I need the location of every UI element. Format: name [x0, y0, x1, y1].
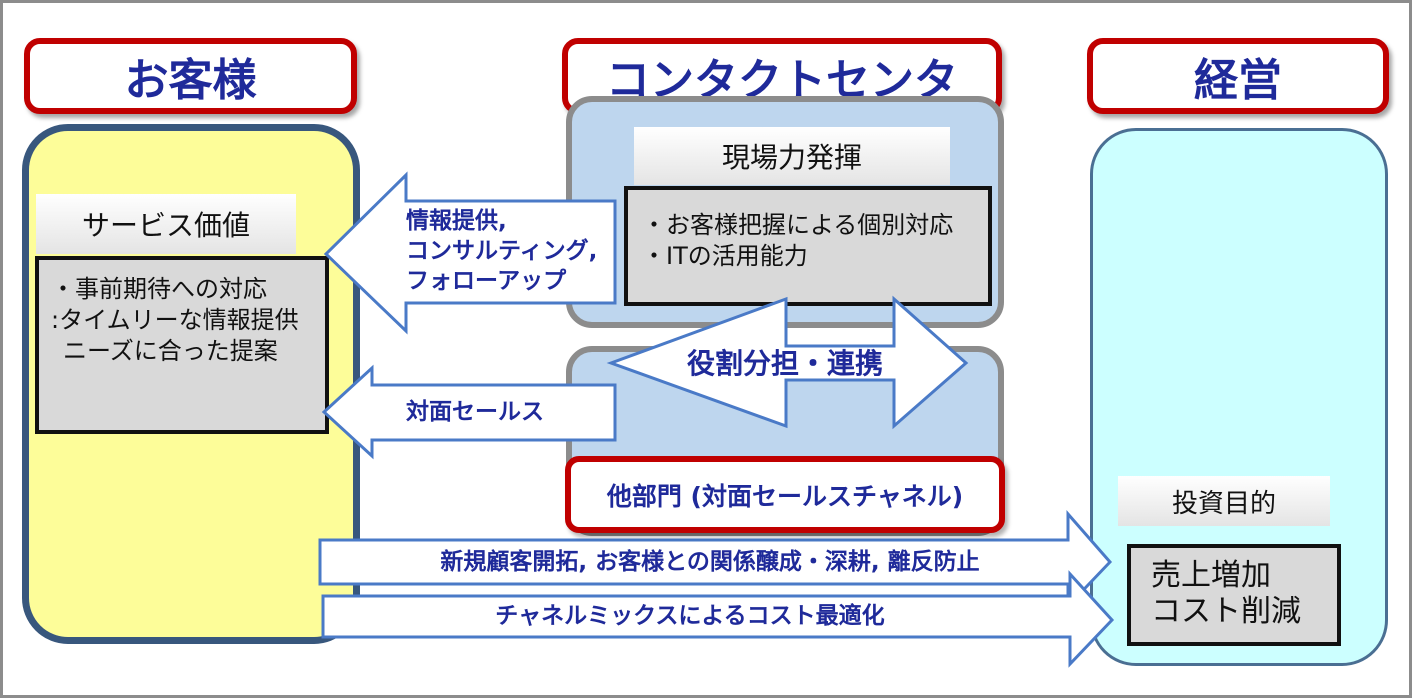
- investment-item: コスト削減: [1151, 594, 1301, 629]
- service-value-item: ニーズに合った提案: [63, 337, 278, 365]
- face-sales-arrow: [321, 364, 617, 460]
- new-customer-arrow: [318, 510, 1113, 610]
- header-customer: お客様: [24, 38, 357, 114]
- field-power-item: ・お客様把握による個別対応: [642, 211, 954, 239]
- service-value-label: サービス価値: [36, 194, 296, 254]
- field-power-label: 現場力発揮: [634, 127, 950, 185]
- investment-purpose-box: 売上増加 コスト削減: [1127, 544, 1341, 646]
- info-arrow-line: フォローアップ: [406, 268, 567, 294]
- channel-mix-text: チャネルミックスによるコスト最適化: [495, 603, 885, 629]
- face-sales-text: 対面セールス: [406, 399, 544, 425]
- investment-item: 売上増加: [1151, 558, 1271, 593]
- service-value-item: ・事前期待への対応: [51, 275, 267, 303]
- service-value-item: :タイムリーな情報提供: [51, 306, 299, 334]
- channel-mix-arrow: [321, 570, 1115, 668]
- info-arrow-line: コンサルティング,: [406, 238, 598, 264]
- other-department-box: 他部門 (対面セールスチャネル): [565, 456, 1005, 533]
- role-double-arrow: [606, 295, 969, 430]
- field-power-box: ・お客様把握による個別対応 ・ITの活用能力: [624, 186, 992, 306]
- investment-purpose-label: 投資目的: [1118, 476, 1330, 526]
- info-arrow-line: 情報提供,: [406, 208, 507, 234]
- new-customer-text: 新規顧客開拓, お客様との関係醸成・深耕, 離反防止: [440, 549, 980, 575]
- info-arrow-text: 情報提供, コンサルティング, フォローアップ: [406, 206, 616, 296]
- service-value-box: ・事前期待への対応 :タイムリーな情報提供 ニーズに合った提案: [35, 256, 329, 434]
- field-power-item: ・ITの活用能力: [642, 242, 808, 270]
- info-arrow: [323, 171, 617, 335]
- header-management: 経営: [1087, 38, 1389, 114]
- role-text: 役割分担・連携: [686, 347, 883, 380]
